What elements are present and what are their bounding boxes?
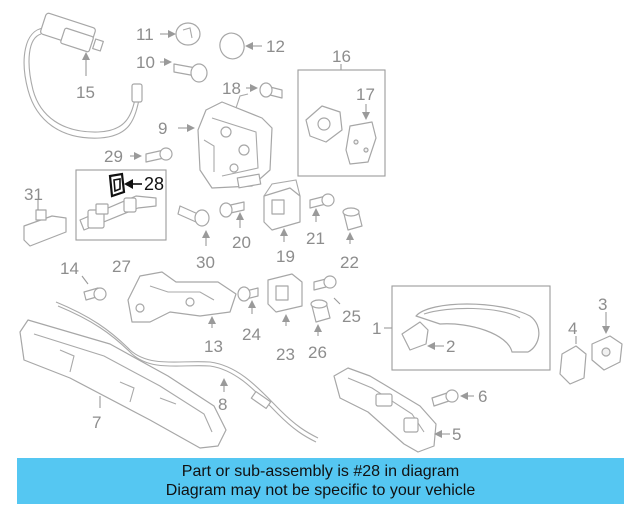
part-2-cap[interactable] xyxy=(401,321,429,351)
part-3-cylinder[interactable] xyxy=(591,335,623,371)
part-16-pad[interactable] xyxy=(305,105,343,143)
callout-1: 1 xyxy=(372,319,381,338)
callout-3: 3 xyxy=(598,295,607,314)
banner-line-2: Diagram may not be specific to your vehi… xyxy=(165,482,476,499)
callout-9: 9 xyxy=(158,119,167,138)
info-banner: Part or sub-assembly is #28 in diagram D… xyxy=(17,458,624,504)
part-7-trim[interactable] xyxy=(19,319,227,449)
part-31-bracket[interactable] xyxy=(23,209,67,247)
callout-18: 18 xyxy=(222,79,241,98)
callout-30: 30 xyxy=(196,253,215,272)
part-29-bolt[interactable] xyxy=(145,147,173,163)
callout-24: 24 xyxy=(242,325,261,344)
part-14-bolt[interactable] xyxy=(83,287,107,301)
part-11-plug[interactable] xyxy=(175,22,201,46)
part-28-highlighted[interactable] xyxy=(108,172,126,198)
callout-12: 12 xyxy=(266,37,285,56)
callout-14: 14 xyxy=(60,259,79,278)
callout-19: 19 xyxy=(276,247,295,266)
callout-7: 7 xyxy=(92,413,101,432)
callout-27: 27 xyxy=(112,257,131,276)
callout-28: 28 xyxy=(144,174,164,194)
callout-22: 22 xyxy=(340,253,359,272)
part-9-latch[interactable] xyxy=(197,93,273,189)
part-30-bolt[interactable] xyxy=(177,205,210,227)
callout-31: 31 xyxy=(24,185,43,204)
part-23-striker[interactable] xyxy=(267,273,303,313)
callout-8: 8 xyxy=(218,395,227,414)
callout-16: 16 xyxy=(332,47,351,66)
group-box-27 xyxy=(75,169,167,241)
callout-10: 10 xyxy=(136,53,155,72)
part-17-cover[interactable] xyxy=(345,121,377,165)
part-10-bolt[interactable] xyxy=(173,63,208,83)
callout-29: 29 xyxy=(104,147,123,166)
callout-6: 6 xyxy=(478,387,487,406)
part-8-cable[interactable] xyxy=(55,301,319,443)
callout-4: 4 xyxy=(568,319,577,338)
part-5-frame[interactable] xyxy=(333,367,437,453)
callout-21: 21 xyxy=(306,229,325,248)
part-13-bracket[interactable] xyxy=(127,271,237,323)
part-25-bolt[interactable] xyxy=(313,275,337,291)
callout-2: 2 xyxy=(446,337,455,356)
callout-11: 11 xyxy=(136,25,154,44)
part-18-bolt[interactable] xyxy=(259,82,283,99)
part-1-handle[interactable] xyxy=(415,303,540,353)
callout-13: 13 xyxy=(204,337,223,356)
callout-17: 17 xyxy=(356,85,375,104)
callout-23: 23 xyxy=(276,345,295,364)
part-12-cap[interactable] xyxy=(216,30,247,63)
part-15-cable[interactable] xyxy=(23,12,143,139)
callout-20: 20 xyxy=(232,233,251,252)
callout-15: 15 xyxy=(76,83,95,102)
part-4-cover[interactable] xyxy=(559,345,587,385)
callout-26: 26 xyxy=(308,343,327,362)
part-22-bushing[interactable] xyxy=(342,207,363,231)
part-27-check-link[interactable] xyxy=(79,195,157,231)
callout-25: 25 xyxy=(342,307,361,326)
part-24-bolt[interactable] xyxy=(237,286,259,302)
part-19-striker[interactable] xyxy=(263,179,301,231)
banner-line-1: Part or sub-assembly is #28 in diagram xyxy=(181,463,460,480)
part-6-bolt[interactable] xyxy=(431,389,459,407)
part-20-bolt[interactable] xyxy=(219,201,245,218)
callout-5: 5 xyxy=(452,425,461,444)
part-26-bushing[interactable] xyxy=(310,299,331,323)
part-21-bolt[interactable] xyxy=(309,193,335,209)
